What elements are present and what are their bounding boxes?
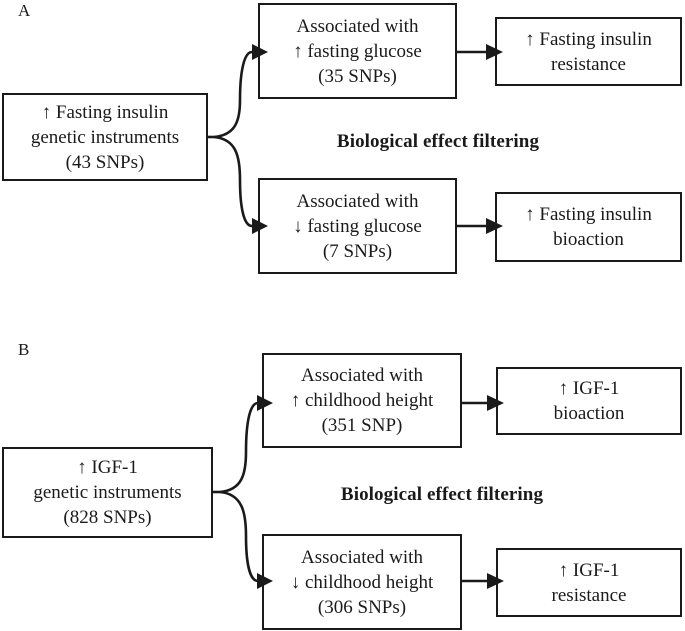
panel-b-source-node: ↑ IGF-1 genetic instruments (828 SNPs) bbox=[2, 447, 213, 538]
node-line: resistance bbox=[551, 53, 626, 75]
panel-a-filter-label: Biological effect filtering bbox=[336, 131, 540, 152]
node-line: Associated with bbox=[301, 365, 423, 386]
node-line: ↑ IGF-1 bbox=[558, 378, 620, 399]
panel-a-source-node: ↑ Fasting insulin genetic instruments (4… bbox=[2, 93, 208, 181]
node-line: ↓ childhood height bbox=[290, 571, 434, 593]
node-line: bioaction bbox=[553, 229, 624, 250]
node-line: ↑ childhood height bbox=[290, 390, 434, 411]
node-line: bioaction bbox=[553, 403, 625, 424]
node-line: ↑ IGF-1 bbox=[77, 457, 138, 478]
node-line: (351 SNP) bbox=[321, 415, 403, 436]
node-line: Associated with bbox=[301, 546, 423, 568]
panel-a-branch-2-outcome-node: ↑ Fasting insulin bioaction bbox=[495, 192, 682, 262]
panel-b-branch-2-outcome-node: ↑ IGF-1 resistance bbox=[496, 548, 682, 617]
node-line: ↑ Fasting insulin bbox=[525, 204, 652, 225]
node-line: ↑ fasting glucose bbox=[293, 40, 422, 62]
node-line: (35 SNPs) bbox=[318, 65, 397, 87]
node-line: Associated with bbox=[296, 190, 419, 212]
panel-a-branch-1-outcome-node: ↑ Fasting insulin resistance bbox=[495, 17, 682, 86]
node-line: (43 SNPs) bbox=[65, 151, 145, 173]
node-line: (828 SNPs) bbox=[63, 507, 152, 528]
node-line: genetic instruments bbox=[33, 482, 182, 503]
panel-b-filter-label: Biological effect filtering bbox=[340, 484, 544, 505]
panel-b-branch-1-outcome-node: ↑ IGF-1 bioaction bbox=[496, 367, 682, 435]
panel-a-branch-2-curve bbox=[213, 135, 253, 228]
node-line: (7 SNPs) bbox=[322, 240, 393, 262]
node-line: (306 SNPs) bbox=[317, 596, 407, 618]
node-line: ↑ IGF-1 bbox=[558, 559, 620, 581]
panel-b-branch-2-middle-node: Associated with ↓ childhood height (306 … bbox=[262, 534, 462, 630]
panel-b-branch-2-curve bbox=[219, 490, 259, 583]
panel-a-branch-1-curve bbox=[213, 50, 253, 139]
node-line: resistance bbox=[551, 584, 627, 606]
panel-a-branch-1-middle-node: Associated with ↑ fasting glucose (35 SN… bbox=[258, 3, 457, 99]
node-line: ↓ fasting glucose bbox=[293, 215, 422, 237]
node-line: ↑ Fasting insulin bbox=[525, 28, 652, 50]
panel-b-branch-1-middle-node: Associated with ↑ childhood height (351 … bbox=[262, 353, 462, 448]
panel-b-branch-1-curve bbox=[219, 401, 259, 494]
node-line: ↑ Fasting insulin bbox=[41, 101, 169, 123]
panel-label-b: B bbox=[18, 340, 30, 359]
node-line: genetic instruments bbox=[30, 126, 180, 148]
node-line: Associated with bbox=[296, 15, 419, 37]
panel-label-a: A bbox=[18, 1, 31, 20]
panel-a-branch-2-middle-node: Associated with ↓ fasting glucose (7 SNP… bbox=[258, 178, 457, 274]
